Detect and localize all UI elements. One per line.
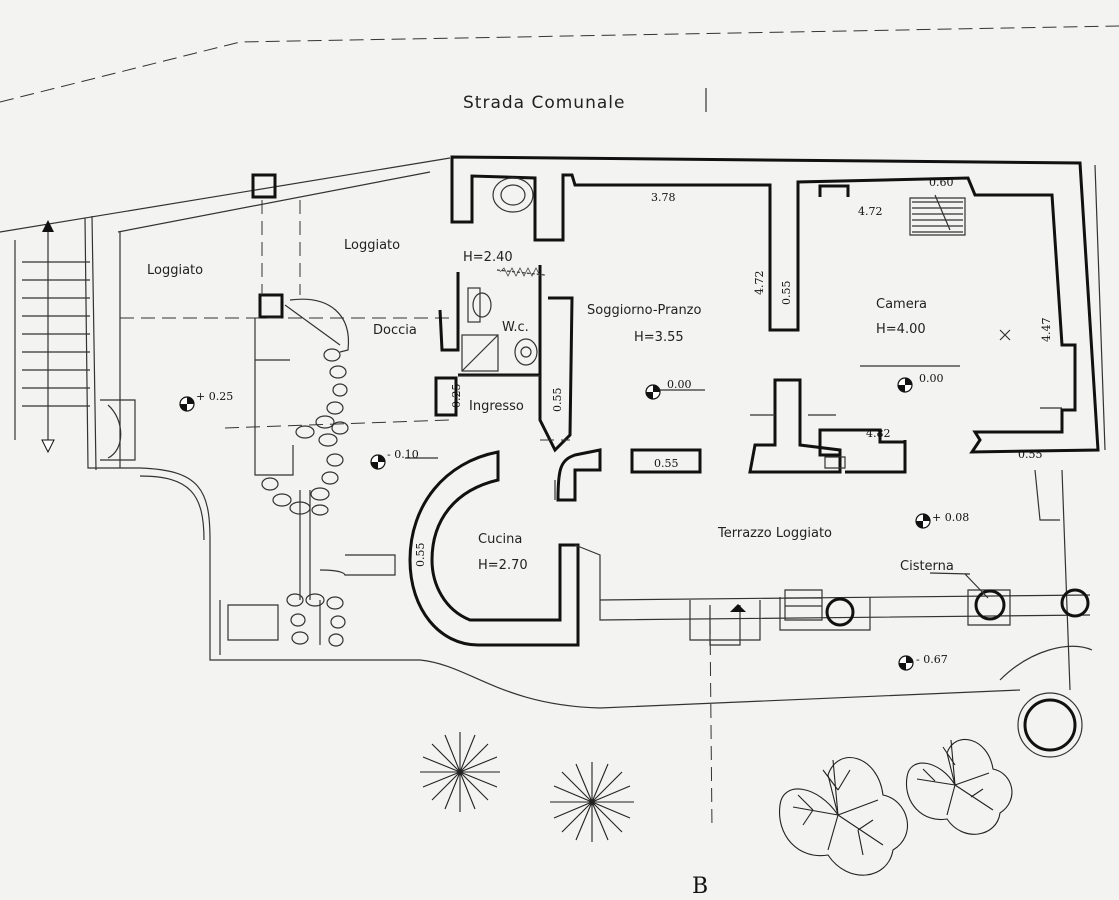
road-label: Strada Comunale — [463, 93, 625, 113]
cistern-circles — [825, 572, 1090, 758]
soggiorno-height: H=3.55 — [634, 330, 684, 345]
level-camera: 0.00 — [919, 372, 944, 385]
dim-055-right: 0.55 — [1018, 448, 1043, 461]
tree-palm-right — [550, 762, 634, 842]
level-p025: + 0.25 — [196, 390, 233, 403]
dim-025: 0.25 — [450, 384, 463, 409]
level-soggiorno: 0.00 — [667, 378, 692, 391]
camera-height: H=4.00 — [876, 322, 926, 337]
room-loggiato-mid: Loggiato — [344, 238, 400, 253]
room-camera: Camera — [876, 297, 927, 312]
dim-055-cucina: 0.55 — [414, 543, 427, 568]
site-boundary — [0, 157, 1106, 709]
cucina-height: H=2.70 — [478, 558, 528, 573]
dim-447: 4.47 — [1040, 318, 1053, 343]
loggiato-structure — [100, 173, 451, 655]
room-terrazzo: Terrazzo Loggiato — [717, 526, 832, 541]
dim-055-ingresso: 0.55 — [551, 388, 564, 413]
dim-378: 3.78 — [651, 191, 676, 204]
room-soggiorno: Soggiorno-Pranzo — [587, 303, 702, 318]
dim-055-wall: 0.55 — [780, 281, 793, 306]
section-marker: B — [692, 874, 708, 899]
dim-472-top: 4.72 — [858, 205, 883, 218]
dim-482: 4.82 — [866, 427, 891, 440]
exterior-stair — [22, 220, 90, 454]
stone-path — [261, 348, 396, 647]
level-m010: - 0.10 — [387, 448, 419, 461]
level-m067: - 0.67 — [916, 653, 948, 666]
tree-broad-large — [779, 757, 909, 876]
room-cucina: Cucina — [478, 532, 522, 547]
dim-060: 0.60 — [929, 176, 954, 189]
interior-details — [405, 177, 1091, 831]
room-ingresso: Ingresso — [469, 399, 524, 414]
room-cisterna: Cisterna — [900, 559, 954, 574]
dim-055-front: 0.55 — [654, 457, 679, 470]
dim-472-side: 4.72 — [753, 271, 766, 296]
room-wc: W.c. — [502, 320, 529, 335]
road-boundary — [0, 25, 1119, 112]
level-p008: + 0.08 — [932, 511, 969, 524]
wc-height: H=2.40 — [463, 250, 513, 265]
level-markers — [179, 377, 931, 671]
room-doccia: Doccia — [373, 323, 417, 338]
room-loggiato-left: Loggiato — [147, 263, 203, 278]
building-walls — [408, 155, 1100, 647]
tree-broad-small — [905, 738, 1013, 835]
tree-palm-left — [420, 732, 500, 812]
